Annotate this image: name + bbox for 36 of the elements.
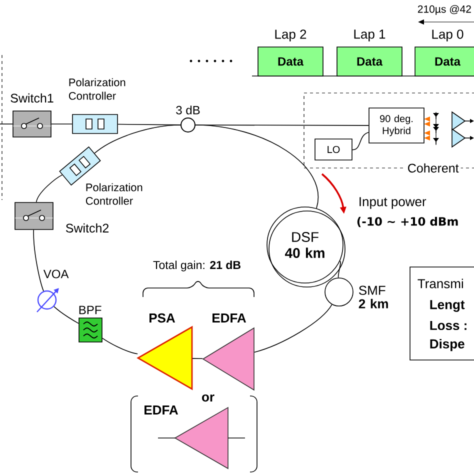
connector-line — [102, 338, 138, 354]
coupler-label: 3 dB — [176, 106, 200, 114]
data-block: Data — [336, 46, 402, 76]
controller-label: Polarization Controller — [86, 183, 142, 205]
attenuator-label: VOA — [43, 270, 69, 278]
data-block: Data — [414, 46, 474, 76]
amplifier-label: EDFA — [212, 314, 246, 322]
text-label: (-10 ∼ +10 dBm — [357, 216, 458, 228]
connector-line — [352, 132, 369, 150]
connector-line — [94, 124, 181, 154]
connector-line — [254, 304, 332, 353]
data-block: Data — [258, 46, 324, 76]
text-label: Total gain: 21 dB — [153, 260, 240, 272]
connector-line — [54, 306, 79, 324]
switch-label: Switch2 — [66, 223, 109, 233]
controller-label: Polarization Controller — [68, 78, 126, 100]
connector-line — [195, 124, 319, 209]
connector-line — [36, 174, 63, 202]
lap-label: Lap 0 — [432, 30, 464, 42]
lap-label: Lap 1 — [354, 30, 386, 42]
fiber-coil: DSF 40 km — [266, 206, 346, 288]
connector-line — [192, 358, 203, 359]
filter-label: BPF — [79, 306, 102, 314]
lap-label: Lap 2 — [275, 30, 306, 42]
connector-line — [338, 260, 341, 278]
switch-label: Switch1 — [10, 93, 54, 103]
fiber-label: SMF 2 km — [358, 286, 388, 308]
process-box: 90 deg. Hybrid — [368, 108, 424, 144]
info-box: Transmi Lengt Loss : Dispe — [410, 266, 474, 360]
text-label: 210µs @42 — [418, 5, 471, 15]
text-label: or — [202, 394, 214, 402]
process-box: LO — [314, 138, 352, 160]
text-label: Input power — [360, 197, 426, 209]
amplifier-label: EDFA — [144, 406, 178, 414]
connector-line — [33, 230, 44, 292]
amplifier-label: PSA — [150, 313, 176, 323]
